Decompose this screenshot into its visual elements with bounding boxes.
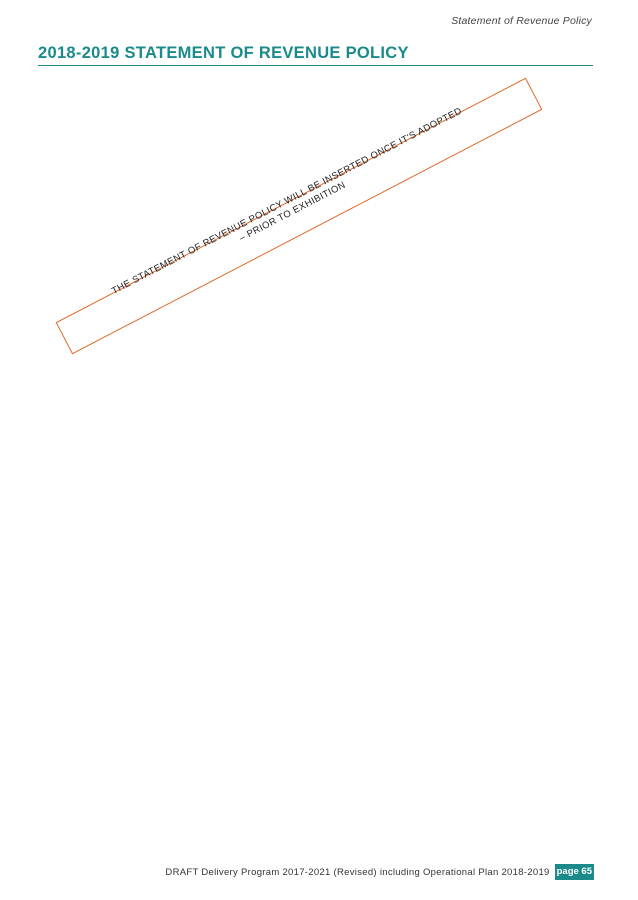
- title-divider: [38, 65, 593, 66]
- page-title: 2018-2019 STATEMENT OF REVENUE POLICY: [38, 44, 409, 62]
- page-number-badge: page 65: [554, 864, 594, 880]
- running-header: Statement of Revenue Policy: [451, 15, 592, 27]
- notice-line-1: THE STATEMENT OF REVENUE POLICY WILL BE …: [110, 105, 464, 297]
- footer-text: DRAFT Delivery Program 2017-2021 (Revise…: [165, 866, 550, 878]
- notice-line-2: – PRIOR TO EXHIBITION: [237, 179, 348, 245]
- page-footer: DRAFT Delivery Program 2017-2021 (Revise…: [165, 864, 594, 880]
- notice-text: THE STATEMENT OF REVENUE POLICY WILL BE …: [72, 86, 509, 329]
